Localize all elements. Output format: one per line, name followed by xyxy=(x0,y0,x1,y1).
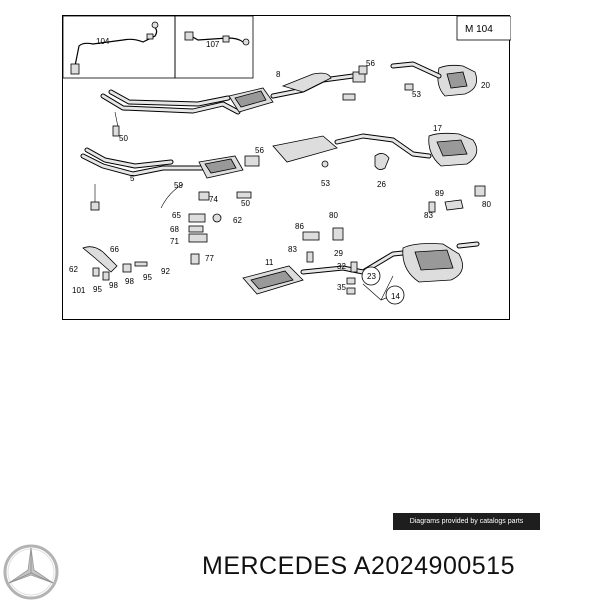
mercedes-star-icon xyxy=(3,544,59,600)
part-label: 26 xyxy=(377,180,386,189)
part-label-layer: 104 107 8 56 53 20 50 56 17 5 74 59 53 26 50 89 80 65 62 83… xyxy=(69,37,491,301)
exhaust-diagram: M 104 xyxy=(62,15,511,320)
part-label: 14 xyxy=(391,292,400,301)
part-label: 32 xyxy=(337,262,346,271)
part-caption: MERCEDES A2024900515 xyxy=(202,552,515,581)
part-label: 23 xyxy=(367,272,376,281)
part-label: 98 xyxy=(109,281,118,290)
engine-code-box xyxy=(456,16,511,41)
exhaust-diagram-drawing: M 104 xyxy=(63,16,511,305)
part-label: 77 xyxy=(205,254,214,263)
inset-box-right xyxy=(174,16,254,79)
part-label: 80 xyxy=(329,211,338,220)
exhaust-system-lower xyxy=(242,241,480,305)
part-label: 59 xyxy=(174,181,183,190)
part-label: 101 xyxy=(72,286,86,295)
part-label: 62 xyxy=(69,265,78,274)
diagram-credit-badge: Diagrams provided by catalogs parts xyxy=(393,513,540,530)
part-label: 95 xyxy=(143,273,152,282)
part-label: 62 xyxy=(233,216,242,225)
part-label: 98 xyxy=(125,277,134,286)
part-label: 74 xyxy=(209,195,218,204)
part-label: 83 xyxy=(288,245,297,254)
part-label: 107 xyxy=(206,40,220,49)
part-label: 104 xyxy=(96,37,110,46)
part-label: 11 xyxy=(265,258,274,267)
part-label: 92 xyxy=(161,267,170,276)
part-label: 35 xyxy=(337,283,346,292)
part-label: 86 xyxy=(295,222,304,231)
part-number: A2024900515 xyxy=(353,552,515,580)
part-label: 56 xyxy=(255,146,264,155)
part-label: 50 xyxy=(241,199,250,208)
part-label: 56 xyxy=(366,59,375,68)
part-label: 20 xyxy=(481,81,490,90)
oxygen-sensor-107 xyxy=(184,31,250,46)
brand-name: MERCEDES xyxy=(202,552,348,580)
part-label: 80 xyxy=(482,200,491,209)
oxygen-sensor-104 xyxy=(70,21,159,75)
part-label: 5 xyxy=(130,174,135,183)
part-label: 53 xyxy=(412,90,421,99)
part-label: 29 xyxy=(334,249,343,258)
part-label: 50 xyxy=(119,134,128,143)
part-label: 66 xyxy=(110,245,119,254)
part-label: 8 xyxy=(276,70,281,79)
part-label: 71 xyxy=(170,237,179,246)
engine-code-label: M 104 xyxy=(465,24,493,35)
part-label: 68 xyxy=(170,225,179,234)
part-label: 53 xyxy=(321,179,330,188)
hardware-parts xyxy=(82,183,344,281)
part-label: 95 xyxy=(93,285,102,294)
part-label: 65 xyxy=(172,211,181,220)
part-label: 89 xyxy=(435,189,444,198)
part-label: 83 xyxy=(424,211,433,220)
part-label: 17 xyxy=(433,124,442,133)
exhaust-system-upper xyxy=(100,61,478,137)
exhaust-system-middle xyxy=(80,132,486,213)
